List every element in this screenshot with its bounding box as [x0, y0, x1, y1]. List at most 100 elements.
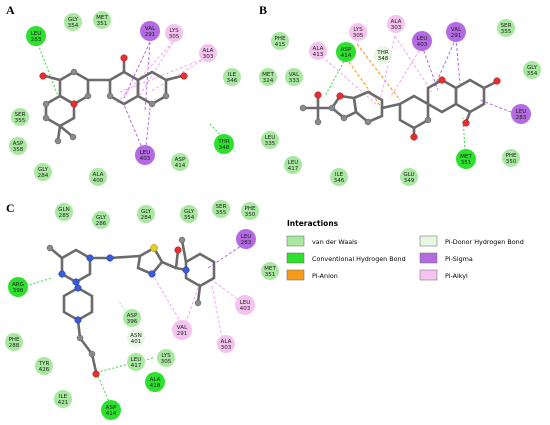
- ring: [352, 90, 384, 124]
- panel-b: B: [259, 3, 541, 186]
- residue-name: ASP: [341, 47, 352, 53]
- residue-name: LYS: [353, 27, 363, 33]
- residue-disc: LYS 305: [157, 349, 175, 367]
- residue-number: 346: [334, 178, 345, 184]
- ligand-a: [39, 54, 188, 145]
- legend-swatch: [286, 269, 305, 281]
- residue-name: VAL: [451, 27, 462, 33]
- residue-name: ALA: [391, 19, 402, 25]
- residue-disc: GLY 354: [523, 61, 541, 79]
- residue-disc: ALA 400: [89, 168, 107, 186]
- residue-disc: ASP 358: [9, 137, 27, 155]
- carbon-atom: [42, 114, 50, 122]
- residue-number: 358: [13, 147, 24, 153]
- residue-number: 355: [15, 118, 26, 124]
- nitrogen-atom: [58, 270, 66, 278]
- residue-name: SER: [216, 204, 227, 210]
- residue-disc: SER 355: [11, 108, 29, 126]
- residue-number: 283: [241, 240, 252, 246]
- residue-name: ASP: [106, 405, 117, 411]
- residue-number: 350: [506, 159, 517, 165]
- carbon-atom: [328, 104, 336, 112]
- residue-disc: THR 348: [214, 134, 234, 154]
- residue-number: 413: [313, 52, 324, 58]
- residue-disc: LEU 417: [284, 156, 302, 174]
- residue-name: PHE: [244, 206, 256, 212]
- residue-number: 348: [378, 56, 389, 62]
- residue-name: ILE: [228, 72, 237, 78]
- residue-name: MET: [264, 266, 276, 272]
- residue-name: LEU: [417, 36, 428, 42]
- residue-name: ASP: [13, 141, 24, 147]
- panel-label-b: B: [259, 3, 267, 17]
- residue-number: 354: [68, 23, 79, 29]
- residue-name: LEU: [31, 31, 42, 37]
- residue-number: 305: [161, 359, 172, 365]
- oxygen-atom: [180, 72, 188, 80]
- residue-name: ASN: [130, 333, 142, 339]
- residue-name: ALA: [150, 377, 161, 383]
- legend-item: Pi-Donor Hydrogen Bond: [419, 235, 524, 247]
- hbond-line: [97, 375, 111, 405]
- residue-number: 286: [96, 221, 107, 227]
- residue-number: 283: [516, 115, 527, 121]
- residue-name: LEU: [140, 150, 151, 156]
- ring: [426, 78, 458, 114]
- nitrogen-atom: [106, 254, 114, 262]
- residue-disc: VAL 291: [172, 320, 192, 340]
- residue-disc: PHE 350: [241, 202, 259, 220]
- residue-disc: ALA 303: [199, 44, 217, 62]
- residue-number: 351: [461, 160, 472, 166]
- oxygen-atom: [462, 119, 470, 127]
- residue-disc: LEU 283: [236, 229, 256, 249]
- pialkyl-line: [139, 41, 174, 96]
- carbon-atom: [148, 100, 156, 108]
- residue-number: 414: [175, 163, 186, 169]
- residue-disc: SER 355: [497, 19, 515, 37]
- legend-item: Pi-Anion: [286, 269, 338, 281]
- bond: [56, 124, 62, 142]
- residue-name: LEU: [131, 357, 142, 363]
- legend-label: Pi-Alkyl: [445, 272, 468, 280]
- oxygen-atom: [70, 100, 78, 108]
- pisigma-line: [144, 41, 151, 113]
- residue-disc: VAL 291: [446, 22, 466, 42]
- residue-name: GLY: [527, 65, 538, 71]
- legend-label: Pi-Sigma: [445, 255, 473, 263]
- residue-disc: GLU 349: [400, 168, 418, 186]
- pialkyl-line: [119, 57, 207, 93]
- residue-disc: MET 351: [261, 262, 279, 280]
- ring: [398, 94, 430, 130]
- ring: [60, 248, 92, 284]
- residue-disc: GLN 285: [55, 203, 73, 221]
- ring: [108, 70, 140, 106]
- carbon-atom: [42, 100, 50, 108]
- sulfur-atom: [150, 244, 158, 252]
- hbond-line: [462, 117, 466, 152]
- pialkyl-line: [394, 35, 433, 93]
- residue-number: 396: [127, 319, 138, 325]
- residue-number: 415: [275, 42, 286, 48]
- oxygen-atom: [174, 246, 182, 254]
- legend-swatch: [419, 235, 438, 247]
- residue-disc: ASP 414: [171, 153, 189, 171]
- residue-name: VAL: [289, 72, 300, 78]
- residue-disc: LEU 403: [412, 31, 432, 51]
- residue-name: THR: [217, 139, 230, 145]
- residue-name: ALA: [203, 48, 214, 54]
- carbon-atom: [162, 92, 170, 100]
- residue-name: VAL: [145, 26, 156, 32]
- residue-disc: ILE 346: [330, 168, 348, 186]
- residue-number: 355: [216, 210, 227, 216]
- residue-disc: TYR 426: [35, 357, 53, 375]
- residue-number: 351: [265, 272, 276, 278]
- nitrogen-atom: [148, 270, 156, 278]
- nitrogen-atom: [72, 278, 80, 286]
- residue-disc: GLY 284: [137, 205, 155, 223]
- nitrogen-atom: [86, 254, 94, 262]
- residue-number: 288: [9, 343, 20, 349]
- oxygen-atom: [314, 91, 322, 99]
- interactions-legend: Interactions van der Waals Pi-Donor Hydr…: [286, 219, 524, 281]
- residue-number: 400: [93, 178, 104, 184]
